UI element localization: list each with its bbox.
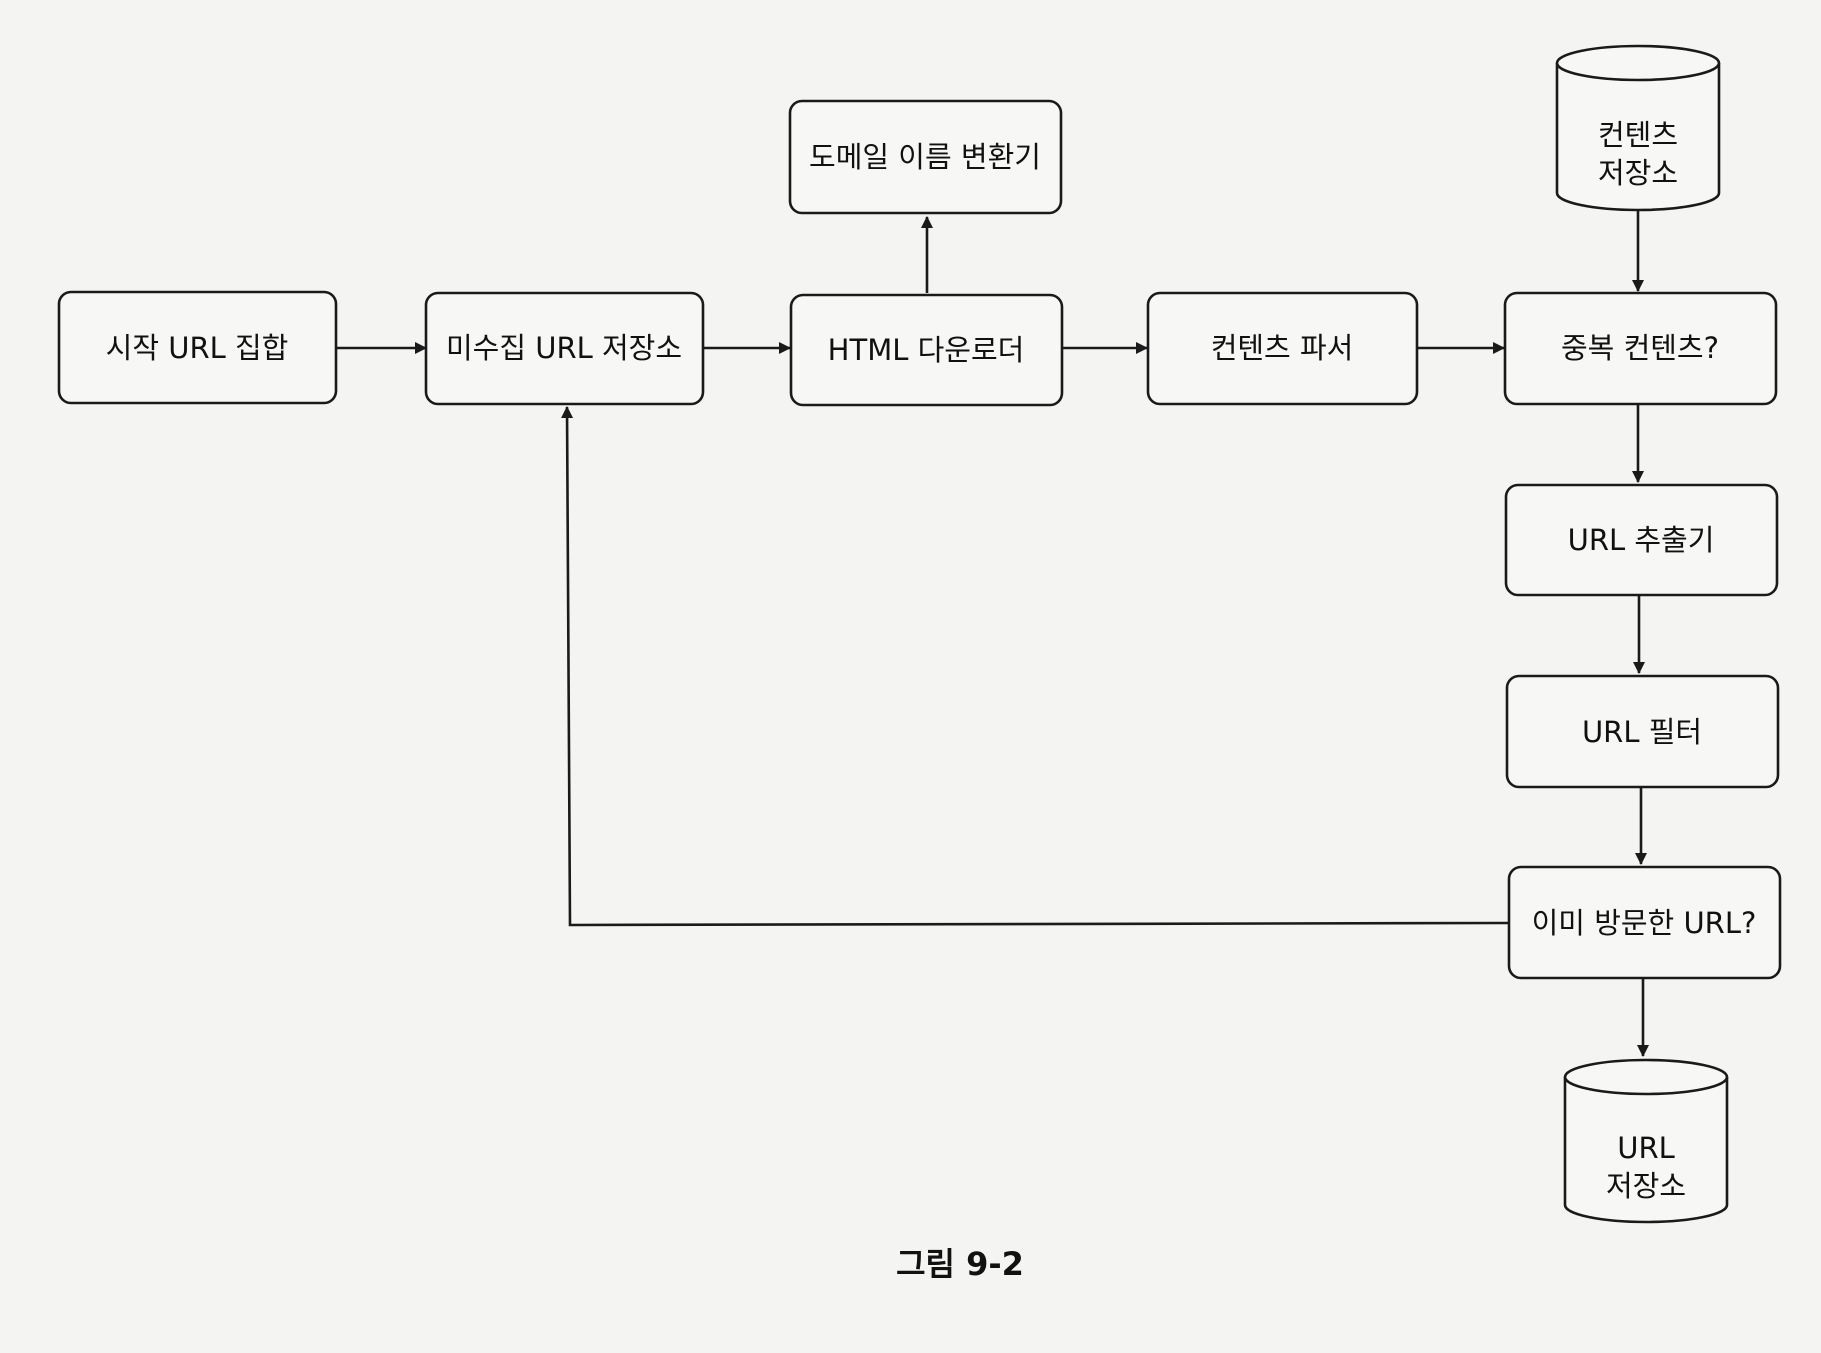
edges — [337, 211, 1649, 1057]
node-seed-urls-label: 시작 URL 집합 — [106, 331, 289, 365]
node-url-frontier: 미수집 URL 저장소 — [424, 291, 705, 406]
node-content-storage: 컨텐츠 저장소 — [1555, 44, 1721, 212]
figure-caption: 그림 9-2 — [896, 1245, 1024, 1283]
node-url-storage-label-line1: URL — [1617, 1131, 1675, 1165]
node-url-extractor-label: URL 추출기 — [1568, 523, 1715, 557]
node-content-storage-label-line2: 저장소 — [1598, 156, 1678, 190]
node-dns-resolver: 도메일 이름 변환기 — [788, 99, 1063, 215]
edge-url-seen-to-frontier — [561, 406, 1509, 927]
node-url-filter: URL 필터 — [1505, 674, 1780, 789]
node-dns-resolver-label: 도메일 이름 변환기 — [809, 140, 1041, 174]
node-content-parser-label: 컨텐츠 파서 — [1211, 331, 1354, 365]
node-url-filter-label: URL 필터 — [1582, 715, 1702, 749]
node-content-seen: 중복 컨텐츠? — [1503, 291, 1778, 406]
node-url-storage-label-line2: 저장소 — [1606, 1169, 1686, 1203]
node-content-parser: 컨텐츠 파서 — [1146, 291, 1419, 406]
node-url-extractor: URL 추출기 — [1504, 483, 1779, 597]
node-url-storage: URL 저장소 — [1563, 1058, 1729, 1224]
node-url-seen-label: 이미 방문한 URL? — [1532, 906, 1757, 940]
node-content-storage-label-line1: 컨텐츠 — [1598, 118, 1678, 152]
node-url-seen: 이미 방문한 URL? — [1507, 865, 1782, 980]
node-url-frontier-label: 미수집 URL 저장소 — [446, 331, 682, 365]
node-html-downloader: HTML 다운로더 — [789, 293, 1064, 407]
node-html-downloader-label: HTML 다운로더 — [828, 333, 1025, 367]
node-content-seen-label: 중복 컨텐츠? — [1561, 331, 1719, 365]
node-seed-urls: 시작 URL 집합 — [57, 290, 338, 405]
